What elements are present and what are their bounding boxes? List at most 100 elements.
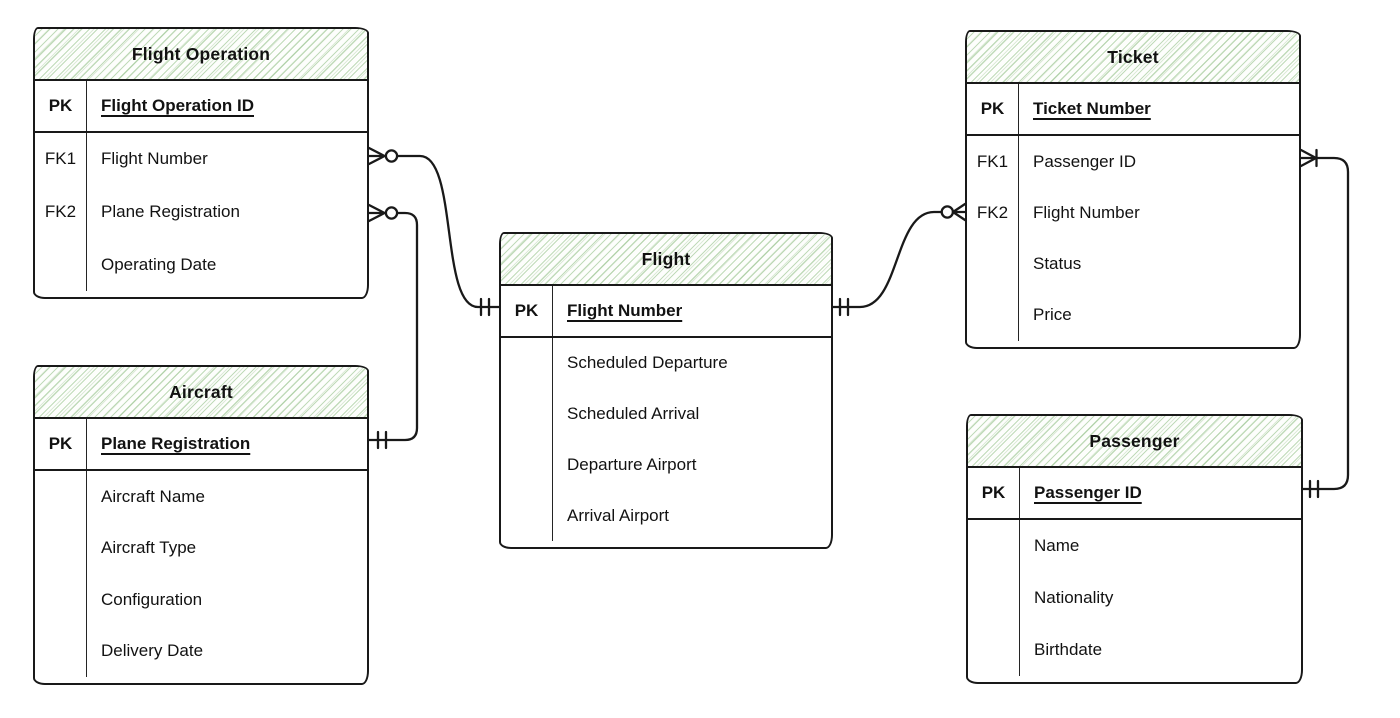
attribute-row: Delivery Date — [35, 625, 367, 677]
attribute-row: Configuration — [35, 574, 367, 626]
key-cell — [968, 572, 1020, 624]
connector-line — [396, 154, 501, 309]
optional-zero-icon — [384, 149, 399, 163]
key-cell — [501, 439, 553, 491]
crows-foot-many-icon — [951, 202, 967, 222]
attribute-row: Birthdate — [968, 624, 1301, 676]
crows-foot-many-icon — [367, 146, 386, 166]
exactly-one-icon — [376, 430, 388, 450]
pk-badge: PK — [967, 84, 1019, 134]
pk-badge: PK — [968, 468, 1020, 518]
attribute-row: Scheduled Departure — [501, 338, 831, 389]
attribute-name: Configuration — [101, 589, 203, 609]
key-cell — [35, 574, 87, 626]
attribute-list: FK1 Passenger ID FK2 Flight Number Statu… — [967, 136, 1299, 347]
attribute-row: Aircraft Name — [35, 471, 367, 523]
exactly-one-icon — [479, 297, 491, 317]
connector-line — [831, 210, 943, 309]
entity-ticket-header: Ticket — [967, 32, 1299, 84]
attribute-row: FK1 Flight Number — [35, 133, 367, 186]
primary-key-attribute: Flight Operation ID — [101, 96, 254, 115]
attribute-row: Aircraft Type — [35, 522, 367, 574]
primary-key-attribute: Passenger ID — [1034, 483, 1142, 502]
entity-title: Passenger — [1089, 430, 1180, 451]
attribute-name: Price — [1033, 305, 1072, 325]
attribute-list: FK1 Flight Number FK2 Plane Registration… — [35, 133, 367, 297]
primary-key-row: PK Ticket Number — [967, 84, 1299, 136]
primary-key-row: PK Passenger ID — [968, 468, 1301, 520]
primary-key-attribute: Ticket Number — [1033, 99, 1151, 118]
key-cell — [35, 238, 87, 292]
attribute-name: Aircraft Name — [101, 486, 205, 506]
primary-key-attribute: Plane Registration — [101, 434, 251, 453]
exactly-one-icon — [1308, 479, 1320, 499]
relationship-flight-operation-flight — [367, 146, 501, 317]
attribute-name: Departure Airport — [567, 454, 697, 474]
attribute-name: Status — [1033, 254, 1082, 274]
key-cell — [35, 471, 87, 523]
key-cell — [967, 238, 1019, 290]
primary-key-attribute: Flight Number — [567, 301, 683, 320]
key-cell — [35, 625, 87, 677]
key-cell — [501, 490, 553, 541]
attribute-list: Scheduled Departure Scheduled Arrival De… — [501, 338, 831, 547]
fk-badge: FK2 — [35, 185, 87, 239]
primary-key-row: PK Flight Operation ID — [35, 81, 367, 133]
entity-title: Flight Operation — [131, 43, 271, 64]
entity-ticket: Ticket PK Ticket Number FK1 Passenger ID… — [965, 30, 1301, 349]
crows-foot-many-icon — [1299, 148, 1318, 168]
attribute-row: Name — [968, 520, 1301, 572]
entity-title: Flight — [641, 248, 691, 269]
attribute-name: Flight Number — [1033, 202, 1140, 222]
entity-flight: Flight PK Flight Number Scheduled Depart… — [499, 232, 833, 549]
entity-title: Ticket — [1107, 46, 1159, 67]
attribute-name: Arrival Airport — [567, 505, 670, 525]
optional-zero-icon — [384, 206, 399, 220]
connector-line — [1301, 156, 1350, 491]
entity-flight-header: Flight — [501, 234, 831, 286]
relationship-flight-operation-aircraft — [367, 203, 419, 450]
key-cell — [968, 520, 1020, 572]
connector-line — [367, 211, 419, 442]
attribute-name: Delivery Date — [101, 641, 204, 661]
key-cell — [968, 624, 1020, 676]
key-cell — [501, 388, 553, 440]
entity-title: Aircraft — [169, 381, 233, 402]
optional-zero-icon — [940, 205, 955, 219]
attribute-name: Scheduled Arrival — [567, 404, 700, 424]
relationship-ticket-passenger — [1299, 148, 1350, 499]
key-cell — [967, 289, 1019, 341]
attribute-row: Price — [967, 289, 1299, 341]
entity-aircraft-header: Aircraft — [35, 367, 367, 419]
attribute-row: Status — [967, 238, 1299, 290]
attribute-list: Name Nationality Birthdate — [968, 520, 1301, 682]
fk-badge: FK1 — [967, 136, 1019, 188]
attribute-row: Departure Airport — [501, 439, 831, 491]
attribute-row: FK1 Passenger ID — [967, 136, 1299, 188]
attribute-row: Arrival Airport — [501, 490, 831, 541]
pk-badge: PK — [35, 81, 87, 131]
pk-badge: PK — [35, 419, 87, 469]
attribute-name: Scheduled Departure — [567, 353, 728, 373]
attribute-row: Nationality — [968, 572, 1301, 624]
attribute-name: Flight Number — [101, 149, 208, 169]
entity-flight-operation-header: Flight Operation — [35, 29, 367, 81]
relationship-ticket-flight — [831, 202, 967, 317]
key-cell — [501, 338, 553, 389]
attribute-name: Nationality — [1034, 588, 1114, 607]
entity-passenger: Passenger PK Passenger ID Name Nationali… — [966, 414, 1303, 684]
entity-passenger-header: Passenger — [968, 416, 1301, 468]
attribute-row: Scheduled Arrival — [501, 388, 831, 440]
exactly-one-icon — [838, 297, 850, 317]
fk-badge: FK2 — [967, 187, 1019, 239]
attribute-row: FK2 Plane Registration — [35, 185, 367, 239]
fk-badge: FK1 — [35, 133, 87, 186]
pk-badge: PK — [501, 286, 553, 336]
primary-key-row: PK Flight Number — [501, 286, 831, 338]
attribute-row: Operating Date — [35, 238, 367, 292]
attribute-row: FK2 Flight Number — [967, 187, 1299, 239]
crows-foot-many-icon — [367, 203, 386, 223]
primary-key-row: PK Plane Registration — [35, 419, 367, 471]
attribute-name: Aircraft Type — [101, 538, 197, 558]
